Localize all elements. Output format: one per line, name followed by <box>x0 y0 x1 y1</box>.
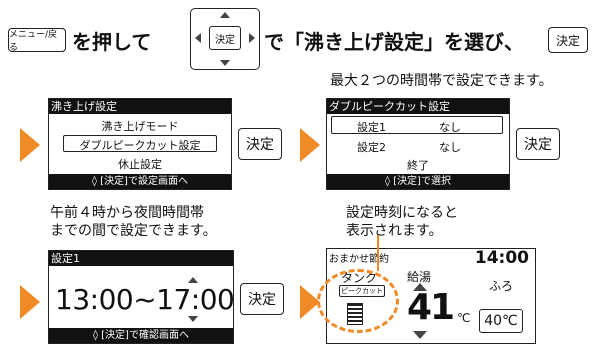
dpad-left-icon[interactable] <box>195 33 201 43</box>
menu-back-button[interactable]: メニュー/戻る <box>8 28 66 53</box>
menu-item-wakiage-mode[interactable]: 沸き上げモード <box>101 120 179 133</box>
note-max-two: 最大２つの時間帯で設定できます。 <box>330 73 553 89</box>
dpad-right-icon[interactable] <box>249 33 255 43</box>
panel-main-display: おまかせ節約 14:00 タンク ピークカット 給湯 41 ℃ ふろ 40℃ <box>317 235 536 344</box>
menu-item-double-peak-cut[interactable]: ダブルピークカット設定 <box>79 139 201 152</box>
pointer-line <box>377 235 379 271</box>
kyuto-label: 給湯 <box>407 270 432 284</box>
bath-temp-value: 40℃ <box>484 313 518 329</box>
menu-item-selected-frame <box>63 135 217 152</box>
note-display-timing-line-1: 設定時刻になると <box>346 205 458 221</box>
time-up-icon[interactable] <box>188 277 198 283</box>
step-arrow-3 <box>20 285 40 319</box>
menu-item-kyushi[interactable]: 休止設定 <box>118 158 162 171</box>
temp-up-icon[interactable] <box>413 283 427 291</box>
setting-1-value: なし <box>439 121 461 134</box>
panel-wakiage-footer: ◊ [決定]で設定画面へ <box>49 174 231 189</box>
instruction-text-2: で「沸き上げ設定」を選び、 <box>264 30 524 54</box>
temperature-value: 41 <box>407 287 455 328</box>
panel-double-peak: ダブルピークカット設定 設定1 なし 設定2 なし 終了 ◊ [決定]で選択 <box>326 98 510 190</box>
dpad-center-label: 決定 <box>215 34 235 46</box>
setting-2-label[interactable]: 設定2 <box>357 141 386 154</box>
panel-wakiage: 沸き上げ設定 沸き上げモード ダブルピークカット設定 休止設定 ◊ [決定]で設… <box>48 98 232 190</box>
note-display-timing: 設定時刻になると 表示されます。 <box>346 204 458 240</box>
step-arrow-1 <box>20 128 40 162</box>
panel-setting-1: 設定1 13:00~17:00 ◊ [決定]で確認画面へ <box>48 250 235 344</box>
time-down-icon[interactable] <box>188 316 198 322</box>
panel-double-peak-title: ダブルピークカット設定 <box>327 99 509 114</box>
panel-setting-1-title: 設定1 <box>49 251 233 266</box>
kettei-button-2[interactable]: 決定 <box>516 128 560 160</box>
time-separator: ~ <box>133 283 157 316</box>
step-arrow-4 <box>300 285 320 319</box>
kettei-button-1[interactable]: 決定 <box>238 128 282 160</box>
dial-icon: ◊ <box>92 176 101 187</box>
time-display: 13:00~17:00 <box>55 283 235 316</box>
dpad[interactable]: 決定 <box>190 8 260 70</box>
step-arrow-2 <box>300 128 320 162</box>
temperature-unit: ℃ <box>457 311 471 325</box>
dpad-center-button[interactable]: 決定 <box>209 26 241 50</box>
setting-2-value: なし <box>439 141 461 154</box>
note-time-range-line-2: までの間で設定できます。 <box>50 223 217 239</box>
furo-label: ふろ <box>489 279 514 293</box>
panel-wakiage-footer-text: [決定]で設定画面へ <box>100 176 188 187</box>
kettei-label-3: 決定 <box>248 292 276 308</box>
kettei-label-top: 決定 <box>555 33 580 48</box>
temp-down-icon[interactable] <box>413 331 427 339</box>
highlight-circle <box>317 269 399 333</box>
panel-setting-1-footer-text: [決定]で確認画面へ <box>101 330 189 341</box>
menu-end[interactable]: 終了 <box>407 159 429 172</box>
panel-double-peak-footer: ◊ [決定]で選択 <box>327 174 509 189</box>
dpad-up-icon[interactable] <box>220 12 230 18</box>
note-display-timing-line-2: 表示されます。 <box>346 223 443 239</box>
setting-1-label[interactable]: 設定1 <box>357 121 386 134</box>
kettei-label-2: 決定 <box>524 137 552 153</box>
bath-temp-box: 40℃ <box>479 309 523 333</box>
row-selected-frame <box>331 116 503 134</box>
clock: 14:00 <box>474 248 529 268</box>
panel-wakiage-title: 沸き上げ設定 <box>49 99 231 114</box>
dial-icon: ◊ <box>93 330 102 341</box>
panel-setting-1-footer: ◊ [決定]で確認画面へ <box>49 328 233 343</box>
note-time-range-line-1: 午前４時から夜間時間帯 <box>50 205 204 221</box>
kettei-button-3[interactable]: 決定 <box>240 283 284 315</box>
note-time-range: 午前４時から夜間時間帯 までの間で設定できます。 <box>50 204 217 240</box>
time-start: 13:00 <box>55 283 134 316</box>
dpad-down-icon[interactable] <box>220 60 230 66</box>
kettei-label-1: 決定 <box>246 137 274 153</box>
instruction-text-1: を押して <box>72 30 152 54</box>
kettei-button-top[interactable]: 決定 <box>548 27 588 53</box>
menu-back-label: メニュー/戻る <box>9 30 58 53</box>
mode-label: おまかせ節約 <box>329 254 389 265</box>
panel-double-peak-footer-text: [決定]で選択 <box>393 176 451 187</box>
time-end[interactable]: 17:00 <box>156 283 235 316</box>
dial-icon: ◊ <box>385 176 394 187</box>
